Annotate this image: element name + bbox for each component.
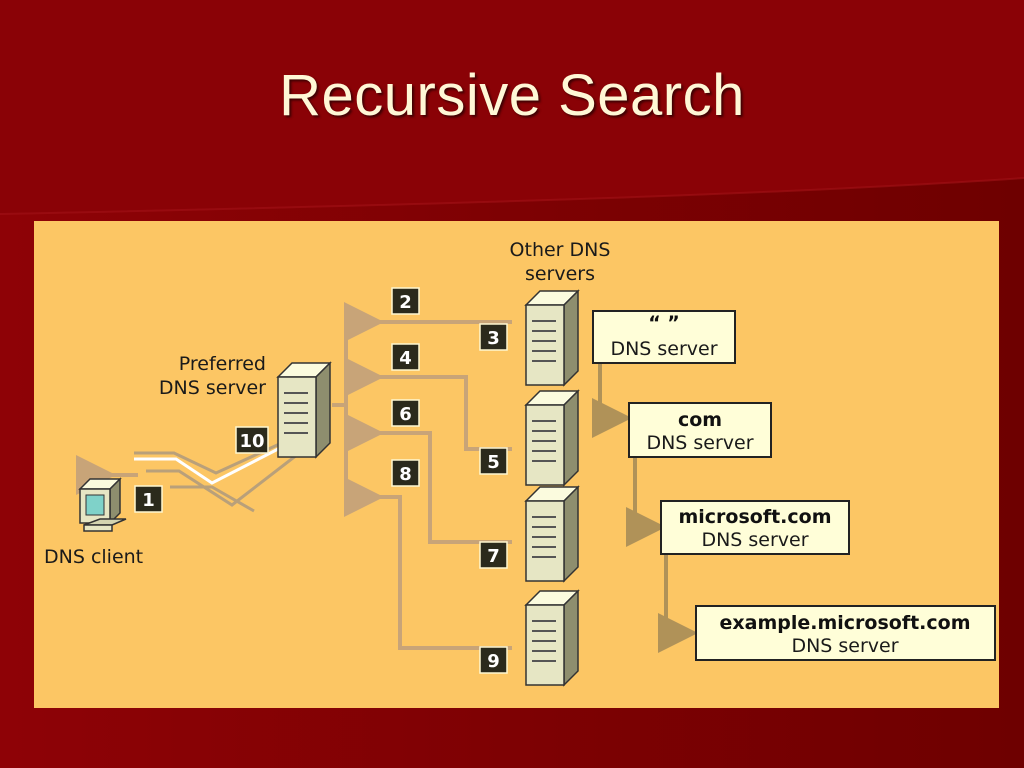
preferred-server-icon	[277, 362, 331, 458]
microsoft-server-type: DNS server	[701, 529, 808, 551]
hierarchy-arrow-1	[592, 363, 632, 438]
step-badge-4: 4	[391, 343, 420, 371]
other-server-icon-4	[525, 590, 579, 686]
com-server-box: com DNS server	[628, 402, 772, 458]
other-servers-label-line1: Other DNS	[510, 239, 611, 261]
svg-text:2: 2	[399, 292, 412, 313]
com-server-type: DNS server	[646, 432, 753, 454]
svg-text:10: 10	[239, 431, 264, 452]
other-server-icon-1	[525, 290, 579, 386]
step-badge-6: 6	[391, 399, 420, 427]
other-server-icon-3	[525, 486, 579, 582]
step-badge-8: 8	[391, 459, 420, 487]
root-server-name: “ ”	[648, 312, 680, 334]
svg-text:4: 4	[399, 348, 412, 369]
preferred-server-label-line1: Preferred	[179, 353, 266, 375]
flow-arrow-7	[344, 413, 512, 544]
dns-recursive-search-diagram: Other DNS servers Preferred DNS server D…	[44, 239, 996, 686]
svg-text:1: 1	[142, 490, 155, 511]
preferred-server-label-line2: DNS server	[159, 377, 266, 399]
root-server-type: DNS server	[610, 338, 717, 360]
example-server-type: DNS server	[791, 635, 898, 657]
step-badge-3: 3	[479, 323, 508, 351]
bracket	[344, 309, 358, 499]
svg-text:5: 5	[487, 452, 500, 473]
root-server-box: “ ” DNS server	[592, 310, 736, 364]
step-badge-9: 9	[479, 646, 508, 674]
client-link-lines	[76, 439, 303, 513]
svg-text:9: 9	[487, 651, 500, 672]
example-server-box: example.microsoft.com DNS server	[695, 605, 996, 661]
step-badge-10: 10	[235, 426, 269, 454]
svg-text:7: 7	[487, 546, 500, 567]
svg-text:6: 6	[399, 404, 412, 425]
diagram-panel: Other DNS servers Preferred DNS server D…	[34, 221, 999, 708]
svg-text:3: 3	[487, 328, 500, 349]
flow-arrow-9	[344, 477, 512, 650]
step-badge-7: 7	[479, 541, 508, 569]
other-servers-label-line2: servers	[525, 263, 595, 285]
other-server-icon-2	[525, 390, 579, 486]
client-label: DNS client	[44, 546, 143, 568]
svg-text:8: 8	[399, 464, 412, 485]
slide-title: Recursive Search	[279, 63, 745, 128]
hierarchy-arrow-3	[658, 554, 698, 653]
step-badge-5: 5	[479, 447, 508, 475]
com-server-name: com	[678, 409, 722, 431]
computer-icon	[78, 477, 127, 532]
step-badge-2: 2	[391, 287, 420, 315]
hierarchy-arrow-2	[626, 457, 666, 547]
microsoft-server-name: microsoft.com	[678, 506, 831, 528]
microsoft-server-box: microsoft.com DNS server	[660, 500, 850, 555]
step-badge-1: 1	[134, 485, 163, 513]
example-server-name: example.microsoft.com	[719, 612, 970, 634]
